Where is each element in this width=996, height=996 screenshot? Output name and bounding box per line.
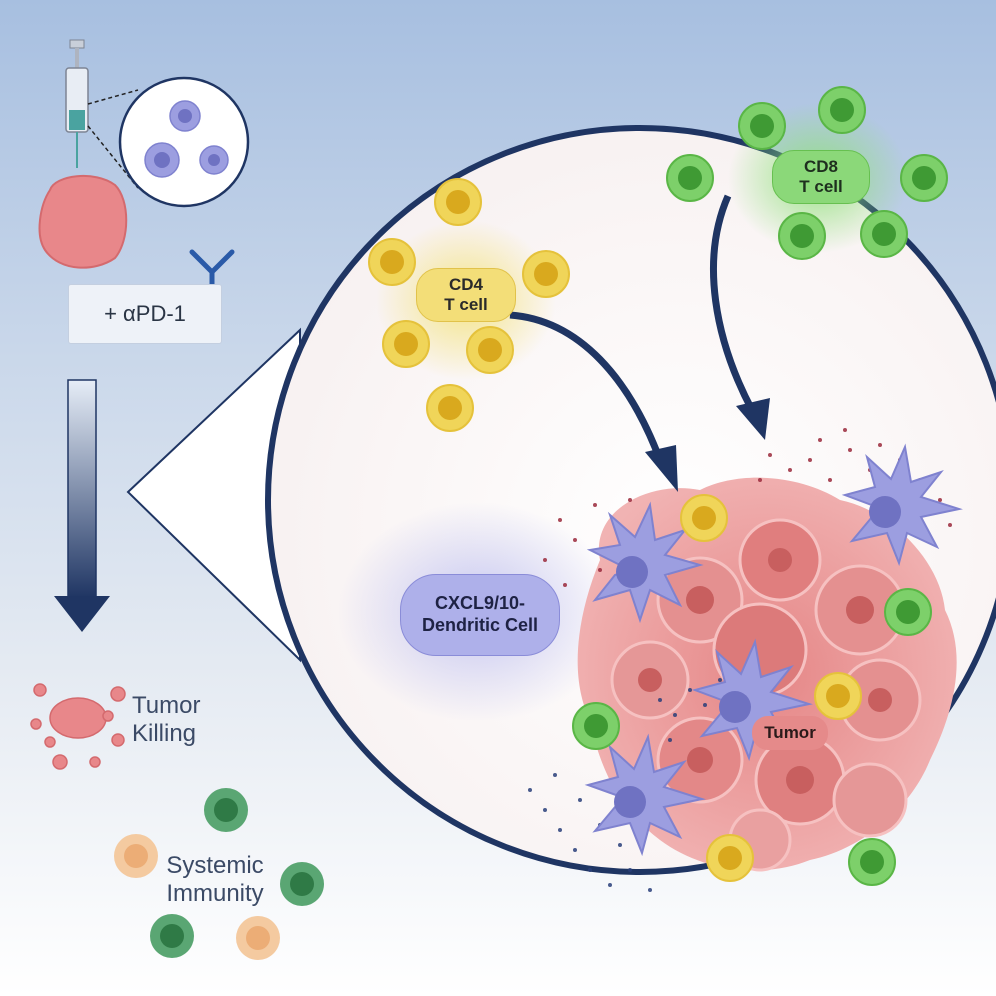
tumor-killing-label: Tumor Killing	[132, 692, 201, 747]
cd8-arrow	[710, 194, 756, 412]
cd4-t-cells	[368, 178, 862, 882]
injected-cells-inset	[118, 76, 250, 208]
apd1-label: + αPD-1	[104, 301, 186, 326]
dendritic-cell	[586, 501, 704, 624]
syringe-icon	[65, 39, 89, 168]
systemic-immunity-cells	[114, 788, 324, 960]
tumor-icon	[38, 174, 128, 269]
tumor-label-pill: Tumor	[752, 716, 828, 750]
tumor-label: Tumor	[764, 723, 816, 742]
dendritic-label: CXCL9/10- Dendritic Cell	[421, 593, 539, 635]
tumor-killing-icon	[30, 683, 126, 770]
process-arrow	[67, 379, 97, 599]
cd8-label-pill: CD8 T cell	[772, 150, 870, 204]
systemic-immunity-label: Systemic Immunity	[166, 852, 264, 907]
cd4-label-pill: CD4 T cell	[416, 268, 516, 322]
dendritic-label-pill: CXCL9/10- Dendritic Cell	[400, 574, 560, 656]
cd8-label: CD8 T cell	[799, 156, 843, 196]
cd4-label: CD4 T cell	[444, 274, 488, 314]
cd4-arrow	[509, 311, 664, 462]
apd1-label-box: + αPD-1	[68, 284, 222, 344]
cd8-t-cells	[572, 86, 948, 886]
